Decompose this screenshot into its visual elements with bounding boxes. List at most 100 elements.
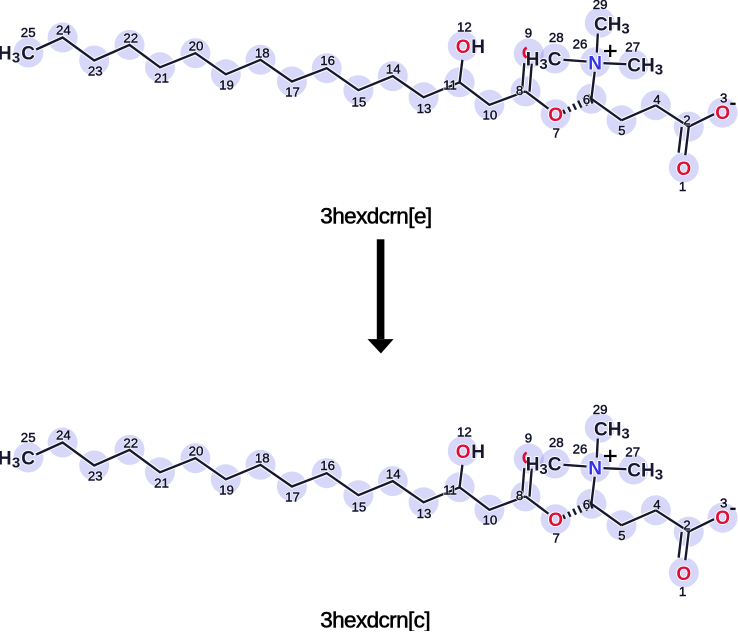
svg-text:17: 17 [285, 85, 300, 100]
svg-text:O: O [456, 37, 471, 58]
svg-text:10: 10 [483, 513, 498, 528]
svg-text:6: 6 [583, 497, 590, 512]
svg-text:6: 6 [583, 92, 590, 107]
svg-text:H: H [608, 419, 622, 440]
svg-text:2: 2 [683, 113, 690, 128]
svg-text:3: 3 [621, 21, 629, 38]
svg-text:2: 2 [683, 113, 690, 128]
svg-text:2: 2 [683, 518, 690, 533]
svg-text:C: C [627, 460, 641, 481]
svg-text:29: 29 [593, 0, 608, 12]
svg-text:13: 13 [417, 506, 432, 521]
svg-text:H: H [526, 455, 540, 476]
svg-text:19: 19 [219, 78, 234, 93]
svg-text:24: 24 [56, 428, 71, 443]
svg-text:16: 16 [320, 53, 335, 68]
svg-text:3: 3 [655, 467, 663, 484]
svg-text:7: 7 [552, 531, 559, 546]
svg-text:H: H [471, 37, 485, 58]
svg-text:7: 7 [552, 126, 559, 141]
svg-text:O: O [456, 442, 471, 463]
svg-text:8: 8 [516, 488, 523, 503]
svg-text:24: 24 [56, 23, 71, 38]
svg-text:29: 29 [593, 402, 608, 417]
svg-text:23: 23 [88, 469, 103, 484]
svg-text:3hexdcrn[c]: 3hexdcrn[c] [320, 608, 430, 631]
svg-text:27: 27 [625, 444, 640, 459]
svg-text:19: 19 [219, 483, 234, 498]
svg-text:12: 12 [457, 425, 472, 440]
svg-text:18: 18 [255, 46, 270, 61]
svg-text:8: 8 [516, 83, 523, 98]
svg-text:7: 7 [552, 126, 559, 141]
svg-text:15: 15 [352, 94, 367, 109]
svg-text:4: 4 [653, 92, 660, 107]
svg-text:O: O [676, 564, 691, 585]
svg-text:4: 4 [653, 497, 660, 512]
svg-text:1: 1 [679, 584, 686, 599]
svg-text:22: 22 [123, 435, 138, 450]
svg-text:14: 14 [386, 467, 401, 482]
svg-text:13: 13 [417, 101, 432, 116]
svg-text:H: H [471, 442, 485, 463]
svg-text:25: 25 [21, 25, 36, 40]
svg-text:26: 26 [573, 37, 588, 52]
svg-text:24: 24 [56, 23, 71, 38]
svg-text:8: 8 [516, 488, 523, 503]
svg-text:19: 19 [219, 78, 234, 93]
svg-text:16: 16 [320, 458, 335, 473]
svg-text:21: 21 [154, 476, 169, 491]
svg-text:20: 20 [189, 444, 204, 459]
svg-text:28: 28 [549, 435, 564, 450]
svg-text:3: 3 [655, 62, 663, 79]
svg-text:18: 18 [255, 451, 270, 466]
svg-text:26: 26 [573, 37, 588, 52]
svg-text:C: C [21, 43, 35, 64]
svg-text:13: 13 [417, 506, 432, 521]
svg-text:21: 21 [154, 476, 169, 491]
svg-text:6: 6 [583, 92, 590, 107]
svg-text:17: 17 [285, 85, 300, 100]
svg-text:20: 20 [189, 39, 204, 54]
svg-text:3: 3 [720, 495, 727, 510]
svg-text:29: 29 [593, 402, 608, 417]
svg-text:4: 4 [653, 92, 660, 107]
svg-text:O: O [715, 103, 730, 124]
svg-text:H: H [641, 55, 655, 76]
svg-text:28: 28 [549, 435, 564, 450]
svg-text:5: 5 [618, 528, 625, 543]
svg-text:C: C [627, 55, 641, 76]
svg-text:16: 16 [320, 53, 335, 68]
svg-text:C: C [548, 50, 562, 71]
svg-text:12: 12 [457, 20, 472, 35]
svg-text:O: O [676, 159, 691, 180]
svg-text:25: 25 [21, 430, 36, 445]
svg-text:5: 5 [618, 123, 625, 138]
svg-text:8: 8 [516, 83, 523, 98]
svg-text:15: 15 [352, 499, 367, 514]
svg-text:14: 14 [386, 62, 401, 77]
svg-text:10: 10 [483, 108, 498, 123]
svg-text:2: 2 [683, 518, 690, 533]
svg-text:3: 3 [539, 56, 547, 73]
svg-text:26: 26 [573, 442, 588, 457]
svg-text:14: 14 [386, 467, 401, 482]
svg-text:22: 22 [123, 30, 138, 45]
svg-text:3: 3 [12, 455, 20, 472]
svg-text:16: 16 [320, 458, 335, 473]
svg-text:3: 3 [720, 495, 727, 510]
svg-text:24: 24 [56, 428, 71, 443]
svg-text:11: 11 [443, 78, 457, 93]
svg-text:19: 19 [219, 483, 234, 498]
svg-text:N: N [588, 458, 602, 479]
svg-text:25: 25 [21, 25, 36, 40]
svg-text:H: H [526, 50, 540, 71]
svg-text:1: 1 [679, 179, 686, 194]
svg-text:3: 3 [12, 50, 20, 67]
svg-text:C: C [594, 14, 608, 35]
svg-text:15: 15 [352, 499, 367, 514]
svg-text:17: 17 [285, 490, 300, 505]
svg-text:10: 10 [483, 108, 498, 123]
svg-text:25: 25 [21, 430, 36, 445]
svg-text:H: H [0, 43, 12, 64]
